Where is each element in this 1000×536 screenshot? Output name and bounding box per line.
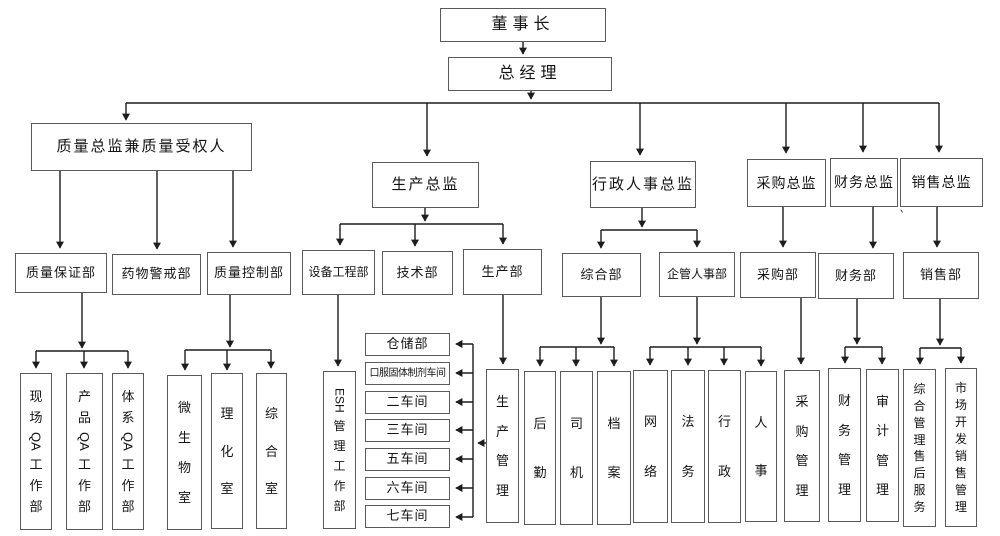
org-node-administration: 行政 (708, 370, 741, 523)
org-node-legal: 法务 (671, 370, 705, 523)
org-node-workshop-2: 二车间 (365, 391, 450, 414)
org-node-purchasing-dept: 采购部 (740, 252, 816, 298)
org-node-workshop-6: 六车间 (365, 477, 450, 500)
org-node-workshop-3: 三车间 (365, 419, 450, 442)
org-node-purchasing-director: 采购总监 (747, 159, 826, 207)
org-node-microbiology-room: 微生物室 (167, 375, 202, 530)
org-node-production-director: 生产总监 (372, 162, 479, 208)
org-node-workshop-7: 七车间 (365, 505, 450, 528)
org-node-general-affairs-dept: 综合部 (562, 253, 641, 297)
org-node-finance-mgmt: 财务管理 (828, 368, 861, 522)
org-node-enterprise-hr-dept: 企管人事部 (659, 252, 735, 297)
org-node-finance-dept: 财务部 (818, 253, 894, 299)
org-node-sales-aftersales-mgmt: 综合管理售后服务 (903, 369, 936, 527)
org-node-chairman: 董事长 (440, 8, 606, 42)
org-node-physchem-room: 理化室 (211, 373, 243, 529)
org-node-finance-director: 财务总监 (830, 158, 898, 207)
org-node-drivers: 司机 (560, 371, 593, 525)
org-node-purchasing-mgmt: 采购管理 (784, 370, 820, 522)
org-node-network: 网络 (633, 370, 668, 523)
org-node-market-dev-sales-mgmt: 市场开发销售管理 (945, 368, 977, 527)
org-node-pharmacovigilance-dept: 药物警戒部 (112, 254, 201, 295)
org-node-technology-dept: 技术部 (382, 251, 453, 295)
org-node-production-dept: 生产部 (463, 249, 542, 295)
org-node-hr: 人事 (745, 371, 777, 522)
org-node-qc-dept: 质量控制部 (207, 252, 291, 295)
org-node-archives: 档案 (597, 371, 631, 525)
org-node-sales-dept: 销售部 (903, 252, 979, 299)
org-node-audit-mgmt: 审计管理 (866, 369, 899, 522)
org-node-quality-director: 质量总监兼质量受权人 (31, 123, 252, 171)
org-node-qa-dept: 质量保证部 (15, 253, 107, 293)
org-node-equipment-engineering-dept: 设备工程部 (302, 250, 375, 295)
org-node-sales-director: 销售总监 (900, 158, 983, 207)
org-node-admin-hr-director: 行政人事总监 (590, 161, 696, 208)
org-node-general-manager: 总经理 (448, 57, 612, 91)
org-node-warehouse-dept: 仓储部 (365, 333, 450, 356)
stray-tick-mark: ˋ (896, 208, 907, 226)
org-node-workshop-5: 五车间 (365, 448, 450, 471)
org-node-oral-solid-workshop: 口服固体制剂车间 (365, 362, 450, 385)
org-node-general-room: 综合室 (256, 373, 287, 529)
org-node-production-mgmt: 生产管理 (486, 369, 519, 523)
org-node-logistics: 后勤 (524, 371, 556, 525)
